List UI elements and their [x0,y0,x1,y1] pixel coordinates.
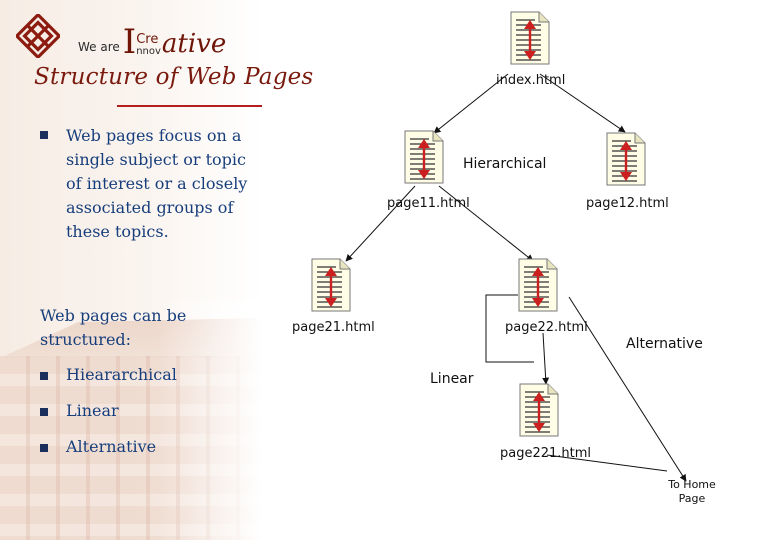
document-icon [518,382,560,438]
intro-paragraph: Web pages focus on a single subject or t… [66,126,248,241]
label-linear: Linear [430,371,474,387]
slogan-prefix: We are [78,40,120,54]
list-item-hierarchical: Hieararchical [66,365,177,384]
university-logo-icon [16,14,60,58]
document-icon [605,131,647,187]
brand-slogan: We are I Cre nnov ative [78,22,227,62]
file-label-page221: page221.html [500,446,591,461]
label-to-home-line2: Page [679,492,706,505]
title-underline [117,105,262,107]
label-alternative: Alternative [626,336,703,352]
label-to-home-line1: To Home [667,478,716,491]
list-item-alternative: Alternative [66,437,157,456]
list-item-linear: Linear [66,401,119,420]
bullet-icon [40,408,48,416]
file-label-page21: page21.html [292,320,375,335]
label-hierarchical: Hierarchical [463,156,546,172]
site-structure-diagram: index.html page11.html page12.html page2… [292,10,716,505]
bullet-icon [40,131,48,139]
slogan-suffix: ative [161,29,227,59]
document-icon [509,10,551,66]
file-label-page11: page11.html [387,196,470,211]
slogan-big-letter: I [122,22,137,62]
file-label-page22: page22.html [505,320,588,335]
bullet-icon [40,372,48,380]
slogan-stack-bottom: nnov [136,46,161,57]
document-icon [310,257,352,313]
slide-title: Structure of Web Pages [34,64,314,90]
document-icon [403,129,445,185]
document-icon [517,257,559,313]
lead-text: Web pages can be structured: [40,306,187,349]
file-label-index: index.html [496,73,565,88]
slogan-stack: Cre nnov [136,32,161,58]
slogan-stack-top: Cre [136,32,159,47]
file-label-page12: page12.html [586,196,669,211]
backdrop-fade [0,300,262,540]
bullet-icon [40,444,48,452]
